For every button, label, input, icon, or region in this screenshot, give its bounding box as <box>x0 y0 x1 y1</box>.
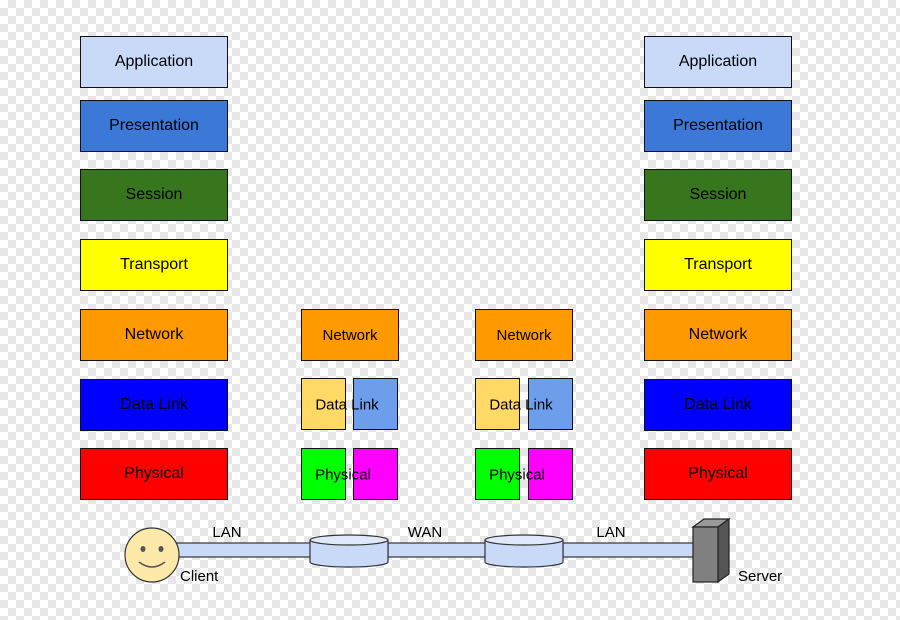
server-presentation-layer: Presentation <box>644 100 792 152</box>
server-session-layer: Session <box>644 169 792 221</box>
server-label: Server <box>738 568 783 585</box>
client-session-layer: Session <box>80 169 228 221</box>
server-transport-layer: Transport <box>644 239 792 291</box>
server-data-link-layer: Data Link <box>644 379 792 431</box>
layer-label: Transport <box>120 256 188 273</box>
client-presentation-layer: Presentation <box>80 100 228 152</box>
wan-cable <box>387 542 487 558</box>
layer-label: Data Link <box>684 396 752 413</box>
router-2-data-link-left <box>475 378 520 430</box>
lan-right-cable <box>562 542 697 558</box>
router-1-data-link-label: Data Link <box>315 396 379 414</box>
client-application-layer: Application <box>80 36 228 88</box>
router-2-network-layer: Network <box>475 309 573 361</box>
router-1-data-link-right <box>353 378 398 430</box>
router-1-physical-label: Physical <box>315 466 371 484</box>
layer-label: Presentation <box>673 117 763 134</box>
layer-label: Physical <box>688 465 748 482</box>
server-physical-layer: Physical <box>644 448 792 500</box>
router-2-icon <box>484 534 564 568</box>
layer-label: Network <box>688 326 748 343</box>
lan-left-cable <box>175 542 313 558</box>
server-network-layer: Network <box>644 309 792 361</box>
wan-label: WAN <box>407 524 443 541</box>
layer-label: Application <box>678 53 758 70</box>
router-2-physical-left <box>475 448 520 500</box>
layer-label: Network <box>322 326 378 344</box>
layer-label: Data Link <box>120 396 188 413</box>
server-application-layer: Application <box>644 36 792 88</box>
router-2-physical-right <box>528 448 573 500</box>
client-network-layer: Network <box>80 309 228 361</box>
router-2-physical-label: Physical <box>489 466 545 484</box>
router-2-data-link-right <box>528 378 573 430</box>
layer-label: Application <box>114 53 194 70</box>
client-data-link-layer: Data Link <box>80 379 228 431</box>
layer-label: Network <box>124 326 184 343</box>
client-label: Client <box>180 568 219 585</box>
lan-right-label: LAN <box>596 524 626 541</box>
layer-label: Physical <box>124 465 184 482</box>
layer-label: Presentation <box>109 117 199 134</box>
layer-label: Session <box>125 186 183 203</box>
layer-label: Network <box>496 326 552 344</box>
smiley-face-icon <box>124 527 180 583</box>
router-1-physical-left <box>301 448 346 500</box>
server-tower-icon <box>691 517 731 584</box>
router-1-icon <box>309 534 389 568</box>
router-1-data-link-left <box>301 378 346 430</box>
router-2-data-link-label: Data Link <box>489 396 553 414</box>
lan-left-label: LAN <box>212 524 242 541</box>
client-physical-layer: Physical <box>80 448 228 500</box>
client-transport-layer: Transport <box>80 239 228 291</box>
layer-label: Transport <box>684 256 752 273</box>
router-1-network-layer: Network <box>301 309 399 361</box>
router-1-physical-right <box>353 448 398 500</box>
layer-label: Session <box>689 186 747 203</box>
